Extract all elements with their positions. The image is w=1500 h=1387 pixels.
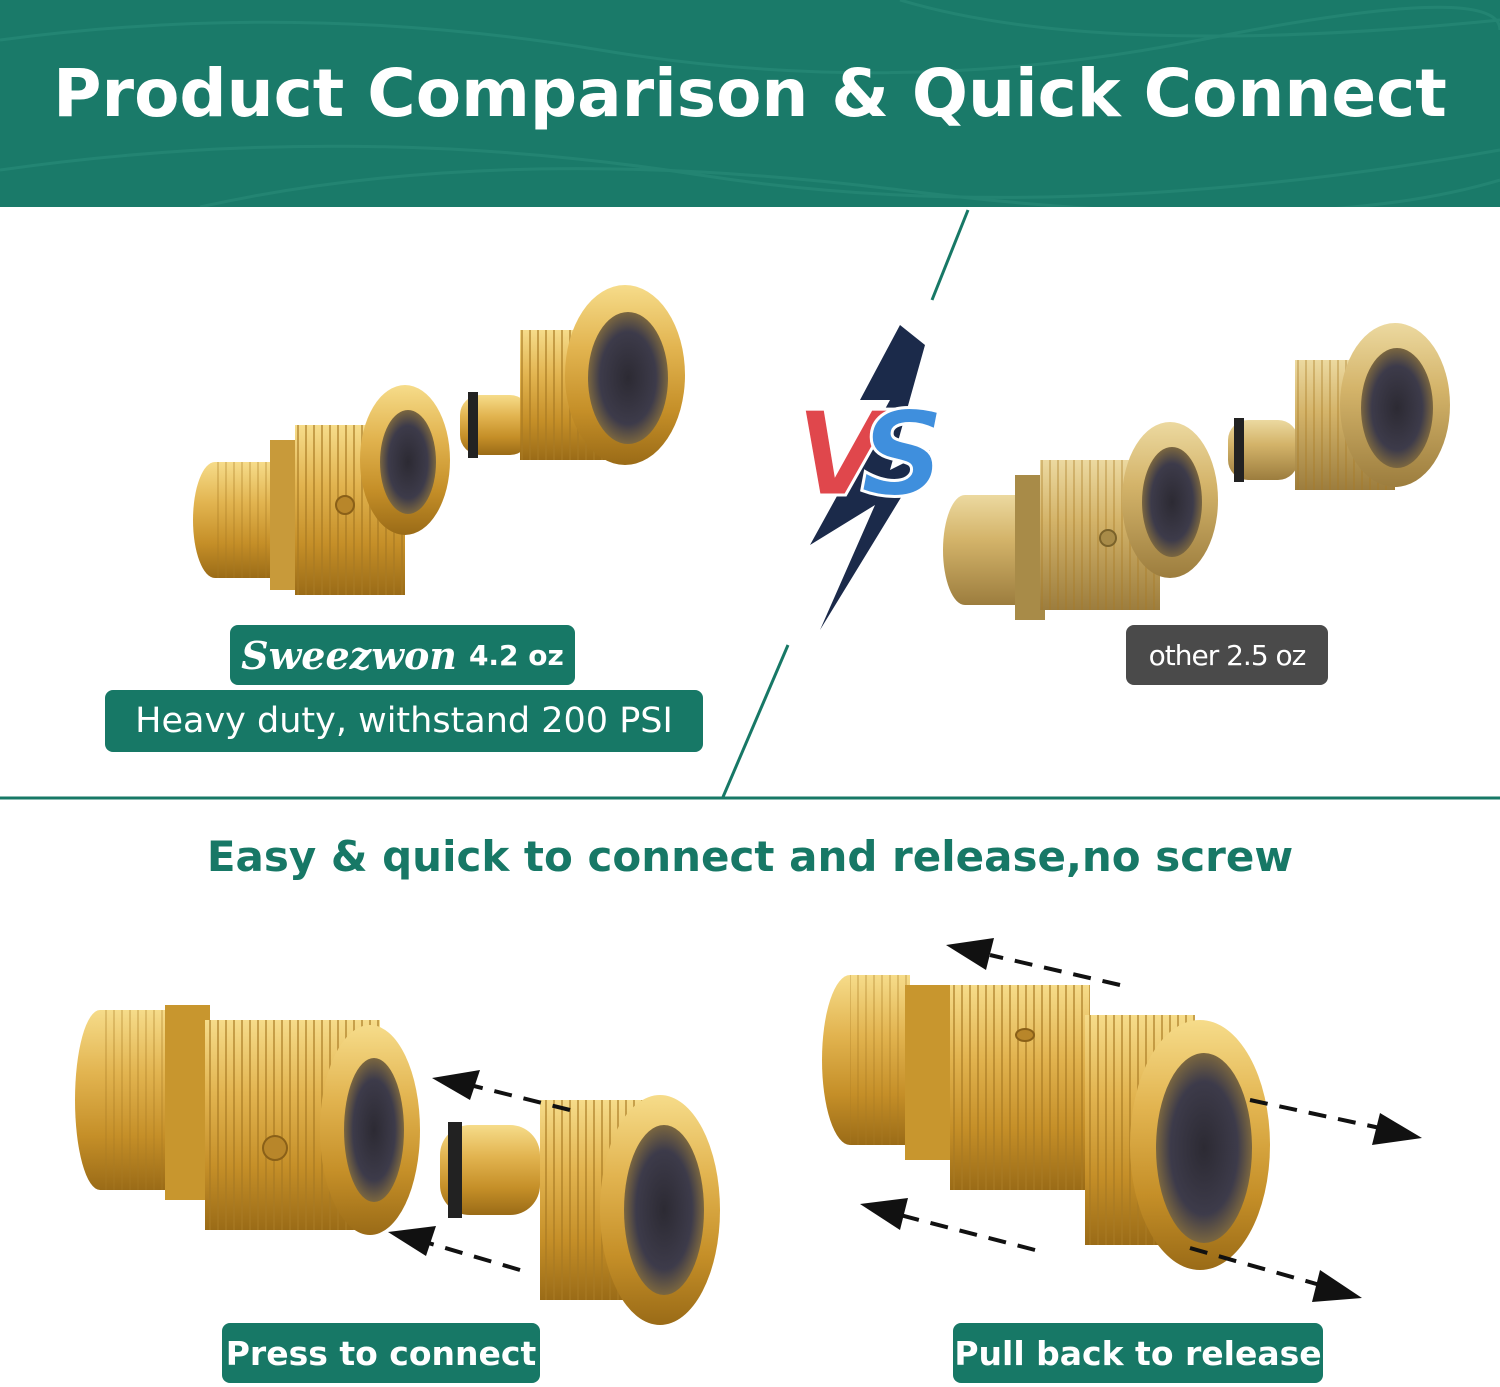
press-connect-badge: Press to connect (222, 1323, 540, 1383)
arrow-left-icon (388, 1226, 521, 1272)
brand-weight: 4.2 oz (468, 638, 564, 672)
brand-name: Sweezwon (241, 632, 457, 678)
feature-badge: Heavy duty, withstand 200 PSI (105, 690, 703, 752)
vs-letter-s: S (859, 384, 947, 525)
lightning-bolt-icon (810, 325, 930, 630)
arrow-left-icon (860, 1198, 1036, 1252)
arrow-right-icon (1249, 1098, 1422, 1145)
header-banner: Product Comparison & Quick Connect (0, 0, 1500, 207)
header-wave-pattern (0, 0, 1500, 207)
pull-release-badge: Pull back to release (953, 1323, 1323, 1383)
feature-text: Heavy duty, withstand 200 PSI (135, 701, 673, 741)
press-connect-label: Press to connect (225, 1333, 537, 1373)
pull-release-label: Pull back to release (954, 1333, 1322, 1373)
page-title: Product Comparison & Quick Connect (53, 55, 1447, 132)
other-weight-badge: other 2.5 oz (1126, 625, 1328, 685)
other-weight-text: other 2.5 oz (1148, 638, 1307, 672)
arrow-left-icon (432, 1070, 571, 1112)
vs-letter-v: V (793, 384, 887, 525)
brand-weight-badge: Sweezwon 4.2 oz (230, 625, 575, 685)
arrow-left-icon (946, 938, 1121, 987)
section-heading: Easy & quick to connect and release,no s… (206, 832, 1294, 881)
arrow-right-icon (1189, 1246, 1362, 1302)
